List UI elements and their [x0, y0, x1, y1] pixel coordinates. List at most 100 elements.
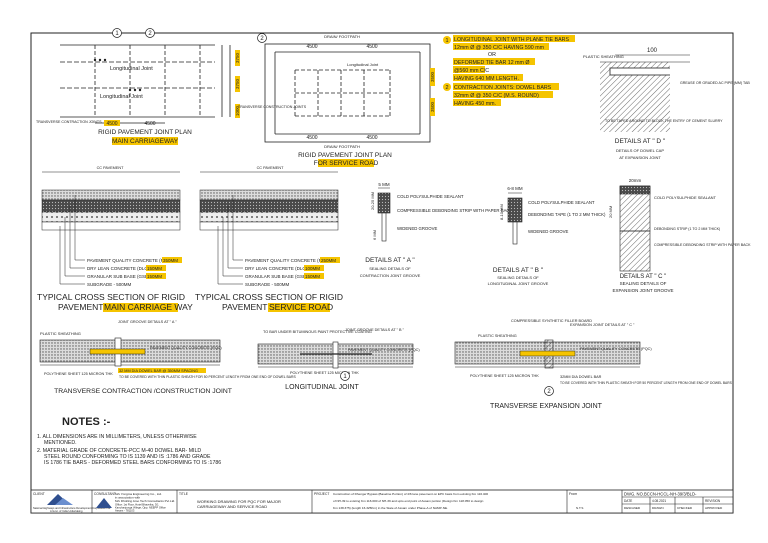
tb-project-l2: of NH-39 to existing Km 116.000 of NH-39… [333, 499, 484, 503]
service-plan-dim-right: 3500 [430, 71, 435, 82]
main-plan-label-trans: TRANSVERSE CONTRACTION JOINTS [36, 120, 102, 124]
long-poly: POLYTHENE SHEET 125 MICRON THK [290, 371, 359, 375]
detail-b-dim-h: 8-10 MM [499, 204, 504, 220]
detail-c-dim-h: 20 MM [608, 206, 613, 218]
bar-note-1-l5: HAVING 640 MM LENGTH. [454, 76, 519, 82]
tb-client-name: National Highways and Infrastructure Dev… [33, 506, 111, 510]
tb-title-l2: CARRIAGEWAY AND SERVICE ROAD [197, 504, 267, 509]
trans-title: TRANSVERSE CONTRACTION /CONSTRUCTION JOI… [54, 388, 232, 395]
detail-c-sub2: EXPANSION JOINT GROOVE [612, 288, 673, 293]
section-main-title1: TYPICAL CROSS SECTION OF RIGID [37, 292, 185, 302]
detail-d-grease: GREASE OR GRADED AC PIPE (MM) TAB [680, 81, 750, 85]
detail-a-dim-w: 5 MM [378, 182, 390, 187]
section-main-layer-0: PAVEMENT QUALITY CONCRETE (PQC) - [87, 258, 175, 263]
long-groove: JOINT GROOVE DETAILS AT " B " [345, 328, 405, 332]
bar-note-1-l1: LONGITUDINAL JOINT WITH PLANE TIE BARS [454, 37, 569, 43]
detail-a-seal: COLD POLYSULPHIDE SEALANT [397, 194, 464, 199]
tb-client-sub: A Govt. of India Undertaking [50, 509, 83, 513]
detail-c-board: COMPRESSIBLE DEBONDING STRIP WITH PAPER … [654, 243, 751, 247]
service-plan-callout-2: 2 [260, 36, 264, 42]
tb-consultant-l1: M/s Yongma Engineering Co., Ltd. [115, 492, 162, 496]
main-joint-plan: 1 2 Longitudinal Joint Longitudinal Join… [36, 28, 240, 145]
transverse-joint: PLASTIC SHEATHING JOINT GROOVE DETAILS A… [39, 320, 296, 395]
detail-d-dim: 100 [647, 48, 658, 54]
title-block: CLIENT National Highways and Infrastruct… [30, 489, 734, 514]
expansion-joint: COMPRESSIBLE SYNTHETIC FILLER BOARD EXPA… [454, 319, 733, 410]
tb-project-label: PROJECT [314, 492, 329, 496]
tb-project-l1: Construction of Dhenger Bypass (Baseline… [333, 492, 488, 496]
section-service-layer-2: GRANULAR SUB BASE (GSB) - [245, 274, 311, 279]
detail-b-sub2: LONGITUDINAL JOINT GROOVE [488, 281, 549, 286]
detail-b-seal: COLD POLYSULPHIDE SEALANT [528, 200, 595, 205]
tb-designed-label: DESIGNED [624, 506, 641, 510]
section-main-layer-2: GRANULAR SUB BASE (GSB) - [87, 274, 153, 279]
detail-c-seal: COLD POLYSULPHIDE SEALANT [654, 195, 717, 200]
tb-consultant-label: CONSULTANT [94, 492, 116, 496]
section-main-layer-1-value: 150MM [147, 266, 162, 271]
service-joint-plan: 2 DRAIN/ FOOTPATH DRAIN/ FOOTPATH 4500 4… [238, 33, 435, 167]
detail-c-strip: DEBONDING STRIP (1 TO 2 MM THICK) [654, 227, 720, 231]
exp-sheathing: PLASTIC SHEATHING [478, 334, 517, 338]
trans-groove: JOINT GROOVE DETAILS AT " A " [118, 320, 177, 324]
bar-note-1-l2: 12mm Ø @ 350 C/C HAVING 590 mm [454, 45, 545, 51]
trans-sheathing: PLASTIC SHEATHING [40, 331, 81, 336]
tb-date-label: DATE [624, 499, 632, 503]
section-service-top-label: CC PAVEMENT [257, 166, 285, 170]
section-main-layer-1: DRY LEAN CONCRETE (DLC) - [87, 266, 152, 271]
bar-note-2-l2: 32mm Ø @ 350 C/C (M.S. ROUND) [454, 93, 539, 99]
tb-project-l3: Km 138.375) (length 16.325Km) in the Sta… [333, 506, 448, 510]
bar-note-1-l3: DEFORMED TIE BAR 12 mm Ø [454, 60, 530, 66]
bar-note-2-num: 2 [445, 85, 448, 91]
service-plan-footpath-top: DRAIN/ FOOTPATH [324, 34, 360, 39]
bar-note-1-l4: @560 mm C/C [454, 68, 489, 74]
tb-drawn-label: DRAWN [652, 506, 664, 510]
section-main-layer-2-value: 150MM [147, 274, 162, 279]
tb-title-l1: WORKING DRAWING FOR PQC FOR MAJOR [197, 499, 281, 504]
section-service-layer-1: DRY LEAN CONCRETE (DLC) - [245, 266, 310, 271]
service-plan-dim-top-2: 4500 [366, 44, 377, 50]
exp-callout: 2 [547, 389, 551, 395]
service-plan-dim-bot-2: 4500 [366, 135, 377, 141]
section-service-layer-0-value: 250MM [321, 258, 336, 263]
detail-a-strip: COMPRESSIBLE DEBONDING STRIP WITH PAPER … [397, 208, 513, 213]
detail-b-sub1: SEALING DETAILS OF [497, 275, 539, 280]
long-pqc: PAVEMENT QUALITY CONCRETE (PQC) [348, 348, 420, 352]
section-main-layer-0-value: 350MM [163, 258, 178, 263]
exp-poly: POLYTHENE SHEET 125 MICRON THK [470, 374, 539, 378]
detail-a-title: DETAILS AT " A " [365, 257, 415, 264]
service-plan-title: RIGID PAVEMENT JOINT PLAN [298, 152, 392, 159]
service-plan-subtitle: FOR SERVICE ROAD [314, 160, 379, 167]
tb-consultant-l6: Assam - 781103 [115, 509, 135, 513]
detail-a-sub1: SEALING DETAILS OF [369, 266, 411, 271]
section-service-title2a: PAVEMENT [222, 302, 268, 312]
tb-client-label: CLIENT [33, 492, 45, 496]
exp-dowel2: TO BE COVERED WITH THIN PLASTIC SHEATH F… [560, 381, 733, 385]
detail-d-sub1: DETAILS OF DOWEL CAP [616, 148, 664, 153]
notes-line-0: 1. ALL DIMENSIONS ARE IN MILLIMETERS, UN… [37, 434, 197, 440]
section-main-top-label: CC PAVEMENT [97, 166, 125, 170]
section-service-layer-3: SUBGRADE - 500MM [245, 282, 290, 287]
consultant-logo-icon [96, 498, 112, 508]
notes-line-4: IS 1786 TIE BARS - DEFORMED STEEL BARS C… [44, 460, 221, 466]
section-main-layer-3: SUBGRADE - 500MM [87, 282, 132, 287]
tb-dwg-no: DWG. NO.BCCN-HCCL-NH-39/3/BLD- [624, 492, 697, 497]
detail-c-dim-w: 20mm [629, 178, 642, 183]
section-service-title1: TYPICAL CROSS SECTION OF RIGID [195, 292, 343, 302]
detail-b-dim-w: 6-8 MM [507, 186, 523, 191]
section-service-layer-0: PAVEMENT QUALITY CONCRETE (PQC) - [245, 258, 333, 263]
detail-a-sub2: CONTRACTION JOINT GROOVE [360, 273, 421, 278]
service-plan-label-trans: TRANSVERSE CONSTRUCTION JOINTS [238, 105, 307, 109]
detail-b-title: DETAILS AT " B " [493, 267, 544, 274]
detail-a-groove: WIDENED GROOVE [397, 226, 437, 231]
tb-from-label: From [569, 492, 577, 496]
section-main-title2a: PAVEMENT [58, 302, 104, 312]
exp-filler: COMPRESSIBLE SYNTHETIC FILLER BOARD [511, 319, 592, 323]
main-plan-callout-1: 1 [115, 31, 119, 37]
long-callout: 1 [343, 374, 347, 380]
main-plan-dim-left: 4500 [106, 121, 117, 127]
section-service-layer-2-value: 150MM [305, 274, 320, 279]
bar-note-1-num: 1 [445, 38, 448, 44]
detail-d-sub2: AT EXPANSION JOINT [619, 155, 661, 160]
